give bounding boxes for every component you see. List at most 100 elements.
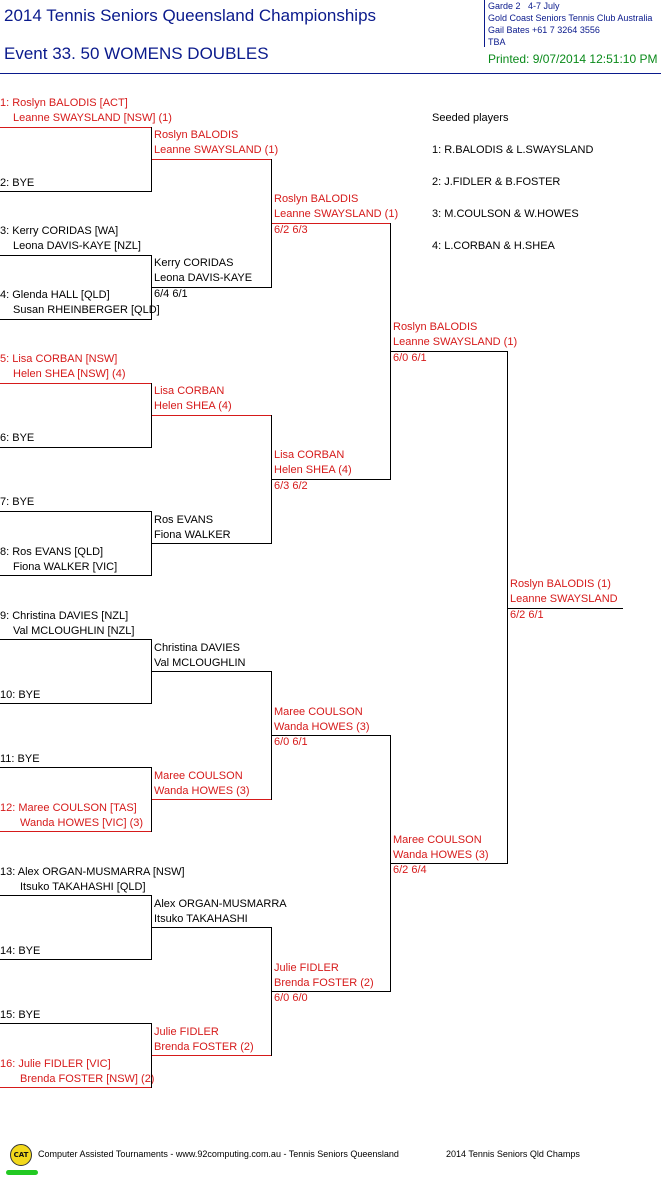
r2-winner-1[interactable]: Roslyn BALODIS [154, 129, 239, 141]
printed-timestamp: Printed: 9/07/2014 12:51:10 PM [488, 52, 658, 66]
r2-winner-6-partner[interactable]: Wanda HOWES (3) [154, 785, 250, 797]
qf-winner-2-partner[interactable]: Helen SHEA (4) [274, 464, 352, 476]
footer-champs: 2014 Tennis Seniors Qld Champs [446, 1149, 580, 1159]
seeded-item: 1: R.BALODIS & L.SWAYSLAND [432, 144, 594, 156]
draw-entry-15[interactable]: 15: BYE [0, 1009, 41, 1021]
draw-entry-4[interactable]: 4: Glenda HALL [QLD] [0, 289, 110, 301]
draw-entry-5[interactable]: 5: Lisa CORBAN [NSW] [0, 353, 118, 365]
draw-entry-6[interactable]: 6: BYE [0, 432, 35, 444]
draw-entry-2[interactable]: 2: BYE [0, 177, 35, 189]
draw-entry-3[interactable]: 3: Kerry CORIDAS [WA] [0, 225, 119, 237]
footer-credit[interactable]: Computer Assisted Tournaments - www.92co… [38, 1149, 399, 1159]
draw-entry-3-partner[interactable]: Leona DAVIS-KAYE [NZL] [13, 240, 141, 252]
r2-winner-5-partner[interactable]: Val MCLOUGHLIN [154, 657, 246, 669]
sf-score-1: 6/0 6/1 [393, 352, 427, 364]
r2-line-4 [152, 543, 272, 544]
event-title: Event 33. 50 WOMENS DOUBLES [4, 44, 269, 63]
champion[interactable]: Roslyn BALODIS (1) [510, 578, 611, 590]
draw-line-4 [0, 319, 152, 320]
venue-info: Gold Coast Seniors Tennis Club Australia [488, 13, 653, 23]
qf-score-3: 6/0 6/1 [274, 736, 308, 748]
r2-winner-7-partner[interactable]: Itsuko TAKAHASHI [154, 913, 248, 925]
draw-entry-11[interactable]: 11: BYE [0, 753, 40, 765]
draw-entry-1[interactable]: 1: Roslyn BALODIS [ACT] [0, 97, 128, 109]
qf-line-3 [272, 735, 391, 736]
grade-info: Garde 2 4-7 July [488, 1, 560, 11]
draw-entry-8-partner[interactable]: Fiona WALKER [VIC] [13, 561, 118, 573]
qf-winner-3[interactable]: Maree COULSON [274, 706, 363, 718]
draw-line-5 [0, 383, 152, 384]
r2-winner-7[interactable]: Alex ORGAN-MUSMARRA [154, 898, 287, 910]
r2-winner-2-partner[interactable]: Leona DAVIS-KAYE [154, 272, 253, 284]
champion-partner[interactable]: Leanne SWAYSLAND [510, 593, 618, 605]
qf-winner-1[interactable]: Roslyn BALODIS [274, 193, 359, 205]
draw-bracket-11-12 [151, 767, 152, 832]
qf-line-2 [272, 479, 391, 480]
draw-line-8 [0, 575, 152, 576]
r2-winner-8[interactable]: Julie FIDLER [154, 1026, 219, 1038]
draw-entry-1-partner[interactable]: Leanne SWAYSLAND [NSW] (1) [13, 112, 172, 124]
sf-winner-2[interactable]: Maree COULSON [393, 834, 482, 846]
qf-line-4 [272, 991, 391, 992]
qf-score-1: 6/2 6/3 [274, 224, 308, 236]
draw-entry-13-partner[interactable]: Itsuko TAKAHASHI [QLD] [20, 881, 146, 893]
qf-score-4: 6/0 6/0 [274, 992, 308, 1004]
draw-entry-12-partner[interactable]: Wanda HOWES [VIC] (3) [20, 817, 144, 829]
draw-entry-13[interactable]: 13: Alex ORGAN-MUSMARRA [NSW] [0, 866, 185, 878]
r2-line-5 [152, 671, 272, 672]
draw-line-15 [0, 1023, 152, 1024]
draw-entry-12[interactable]: 12: Maree COULSON [TAS] [0, 802, 137, 814]
draw-entry-5-partner[interactable]: Helen SHEA [NSW] (4) [13, 368, 126, 380]
r2-winner-3-partner[interactable]: Helen SHEA (4) [154, 400, 232, 412]
draw-bracket-1-2 [151, 127, 152, 192]
r2-winner-5[interactable]: Christina DAVIES [154, 642, 240, 654]
qf-winner-2[interactable]: Lisa CORBAN [274, 449, 345, 461]
draw-entry-8[interactable]: 8: Ros EVANS [QLD] [0, 546, 104, 558]
r2-winner-1-partner[interactable]: Leanne SWAYSLAND (1) [154, 144, 279, 156]
sf-line-2 [391, 863, 508, 864]
info-divider [484, 0, 485, 47]
draw-bracket-15-16 [151, 1023, 152, 1088]
qf-bracket-3-4 [390, 735, 391, 992]
draw-entry-9[interactable]: 9: Christina DAVIES [NZL] [0, 610, 129, 622]
qf-winner-3-partner[interactable]: Wanda HOWES (3) [274, 721, 370, 733]
draw-entry-9-partner[interactable]: Val MCLOUGHLIN [NZL] [13, 625, 135, 637]
logo-underline [6, 1170, 38, 1175]
draw-line-16 [0, 1087, 152, 1088]
draw-line-10 [0, 703, 152, 704]
final-line [508, 608, 623, 609]
contact-info: Gail Bates +61 7 3264 3556 [488, 25, 600, 35]
draw-line-14 [0, 959, 152, 960]
r2-winner-4-partner[interactable]: Fiona WALKER [154, 529, 231, 541]
seeded-item: 4: L.CORBAN & H.SHEA [432, 240, 555, 252]
r2-bracket-1-2 [271, 159, 272, 288]
draw-entry-4-partner[interactable]: Susan RHEINBERGER [QLD] [13, 304, 160, 316]
final-score: 6/2 6/1 [510, 609, 544, 621]
draw-entry-16-partner[interactable]: Brenda FOSTER [NSW] (2) [20, 1073, 155, 1085]
draw-line-7 [0, 511, 152, 512]
draw-entry-7[interactable]: 7: BYE [0, 496, 35, 508]
qf-score-2: 6/3 6/2 [274, 480, 308, 492]
r2-winner-3[interactable]: Lisa CORBAN [154, 385, 225, 397]
draw-line-3 [0, 255, 152, 256]
sf-winner-1[interactable]: Roslyn BALODIS [393, 321, 478, 333]
tba-info: TBA [488, 37, 506, 47]
sf-winner-1-partner[interactable]: Leanne SWAYSLAND (1) [393, 336, 518, 348]
qf-winner-1-partner[interactable]: Leanne SWAYSLAND (1) [274, 208, 399, 220]
draw-entry-16[interactable]: 16: Julie FIDLER [VIC] [0, 1058, 111, 1070]
r2-winner-4[interactable]: Ros EVANS [154, 514, 214, 526]
qf-winner-4[interactable]: Julie FIDLER [274, 962, 339, 974]
qf-winner-4-partner[interactable]: Brenda FOSTER (2) [274, 977, 374, 989]
draw-bracket-13-14 [151, 895, 152, 960]
r2-line-7 [152, 927, 272, 928]
r2-winner-6[interactable]: Maree COULSON [154, 770, 243, 782]
sf-bracket [507, 351, 508, 864]
draw-entry-14[interactable]: 14: BYE [0, 945, 41, 957]
r2-winner-8-partner[interactable]: Brenda FOSTER (2) [154, 1041, 254, 1053]
r2-winner-2[interactable]: Kerry CORIDAS [154, 257, 234, 269]
draw-entry-10[interactable]: 10: BYE [0, 689, 41, 701]
sf-winner-2-partner[interactable]: Wanda HOWES (3) [393, 849, 489, 861]
qf-bracket-1-2 [390, 223, 391, 480]
draw-line-1 [0, 127, 152, 128]
draw-line-11 [0, 767, 152, 768]
